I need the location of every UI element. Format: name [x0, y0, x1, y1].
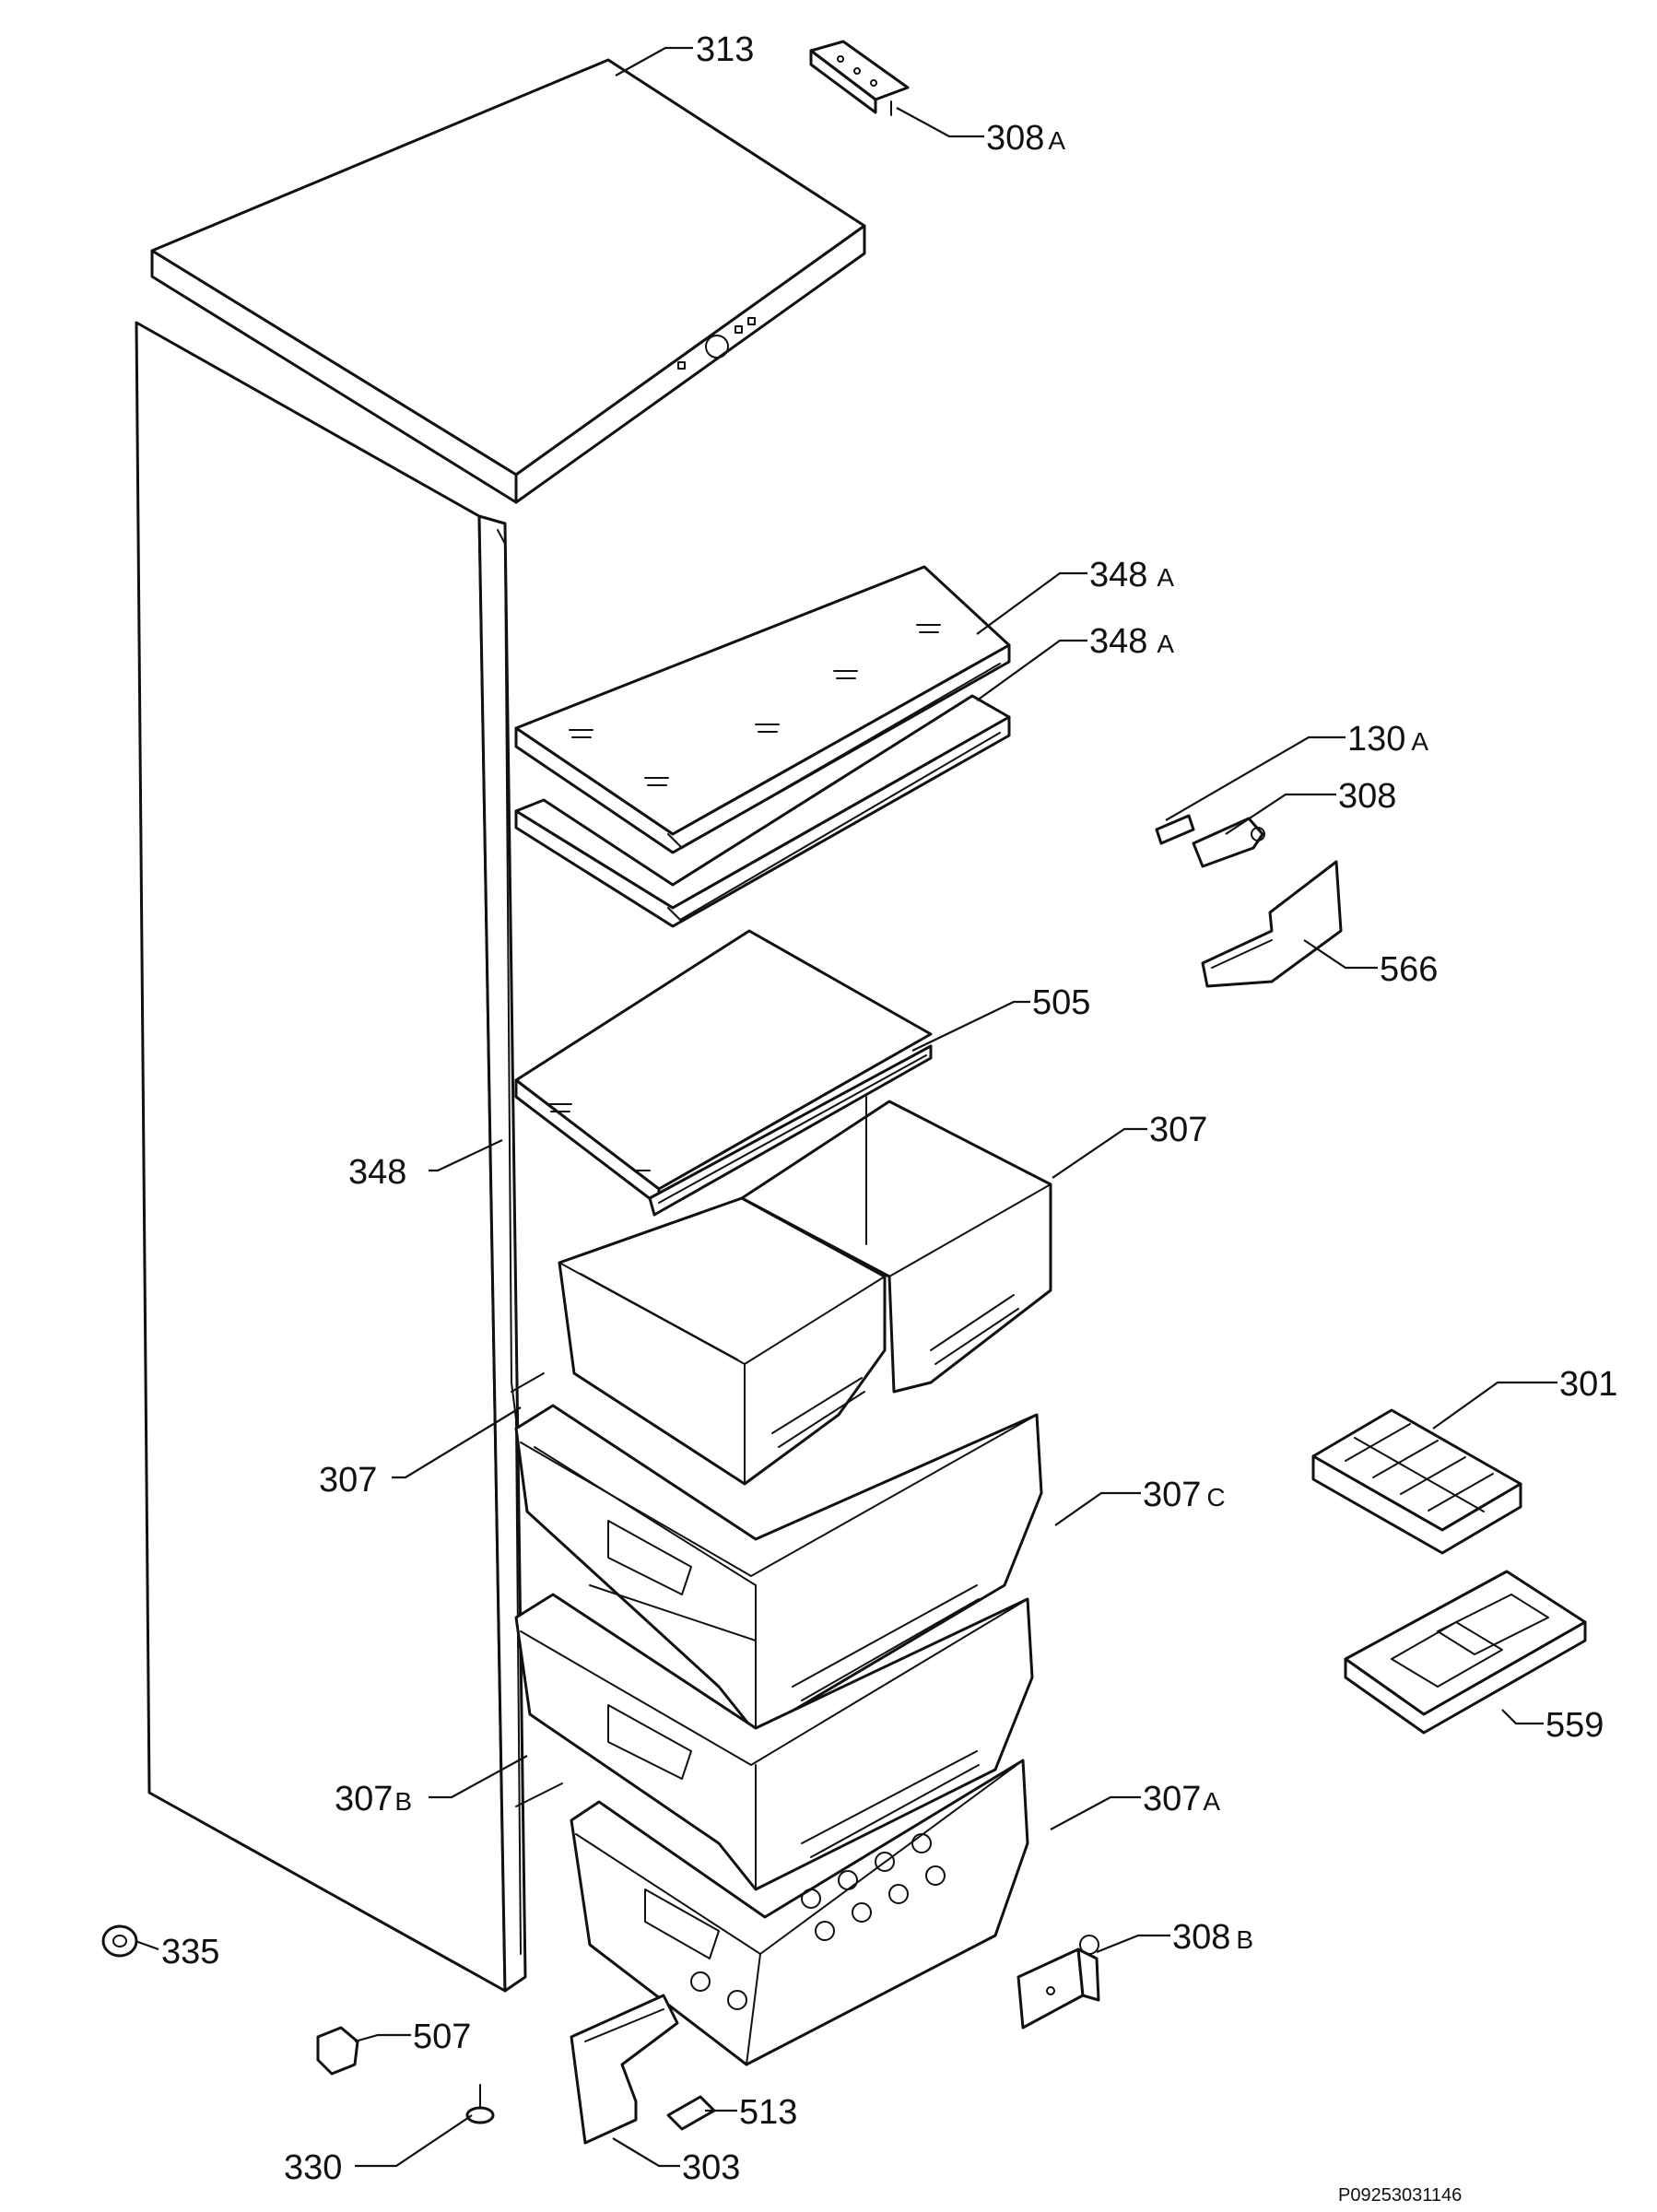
leader-lines: [135, 46, 1557, 2168]
label-307-lower: 307: [319, 1461, 377, 1500]
middle-hinge: [1192, 817, 1265, 868]
label-335: 335: [161, 1933, 219, 1971]
label-330: 330: [284, 2148, 342, 2187]
adjustable-foot: [101, 1924, 138, 1958]
cabinet-body: [135, 321, 563, 1993]
top-hinge: [809, 40, 910, 116]
plinth-grille: [570, 1994, 679, 2145]
freezer-drawer-lower: [570, 1759, 1029, 2066]
plinth-tab: [666, 2095, 716, 2131]
ice-scraper: [1201, 860, 1343, 988]
label-307-upper: 307: [1149, 1111, 1207, 1149]
bottom-hinge: [1017, 1935, 1100, 2030]
freezer-drawer-middle: [514, 1593, 1034, 1891]
glass-shelf-upper: [514, 565, 1011, 854]
clip: [316, 2026, 359, 2076]
glass-shelf-lower: [514, 694, 1011, 928]
ice-cube-tray: [1311, 1408, 1522, 1555]
label-559: 559: [1545, 1706, 1604, 1745]
crisper-drawer-left: [558, 1196, 887, 1486]
crisper-drawer-right: [740, 1096, 1052, 1394]
top-cover: [150, 58, 866, 504]
glass-shelf-middle: [514, 929, 933, 1207]
label-505: 505: [1032, 983, 1090, 1022]
label-566: 566: [1380, 950, 1438, 989]
label-513: 513: [739, 2093, 797, 2132]
label-348: 348: [348, 1153, 406, 1192]
hinge-cover-small: [1155, 814, 1195, 845]
screw: [465, 2084, 495, 2124]
label-307b: 307B: [335, 1780, 412, 1818]
label-308: 308: [1338, 777, 1396, 816]
ice-pack: [1344, 1570, 1587, 1735]
shelf-trim-strip: [648, 1044, 933, 1217]
label-301: 301: [1559, 1365, 1617, 1404]
control-knob-icon: [705, 335, 729, 359]
label-313: 313: [696, 30, 754, 69]
label-507: 507: [413, 2018, 471, 2056]
reference-code: P09253031146: [1338, 2185, 1462, 2206]
label-307a: 307A: [1143, 1780, 1220, 1818]
label-303: 303: [682, 2148, 740, 2187]
freezer-drawer-upper: [514, 1404, 1043, 1735]
